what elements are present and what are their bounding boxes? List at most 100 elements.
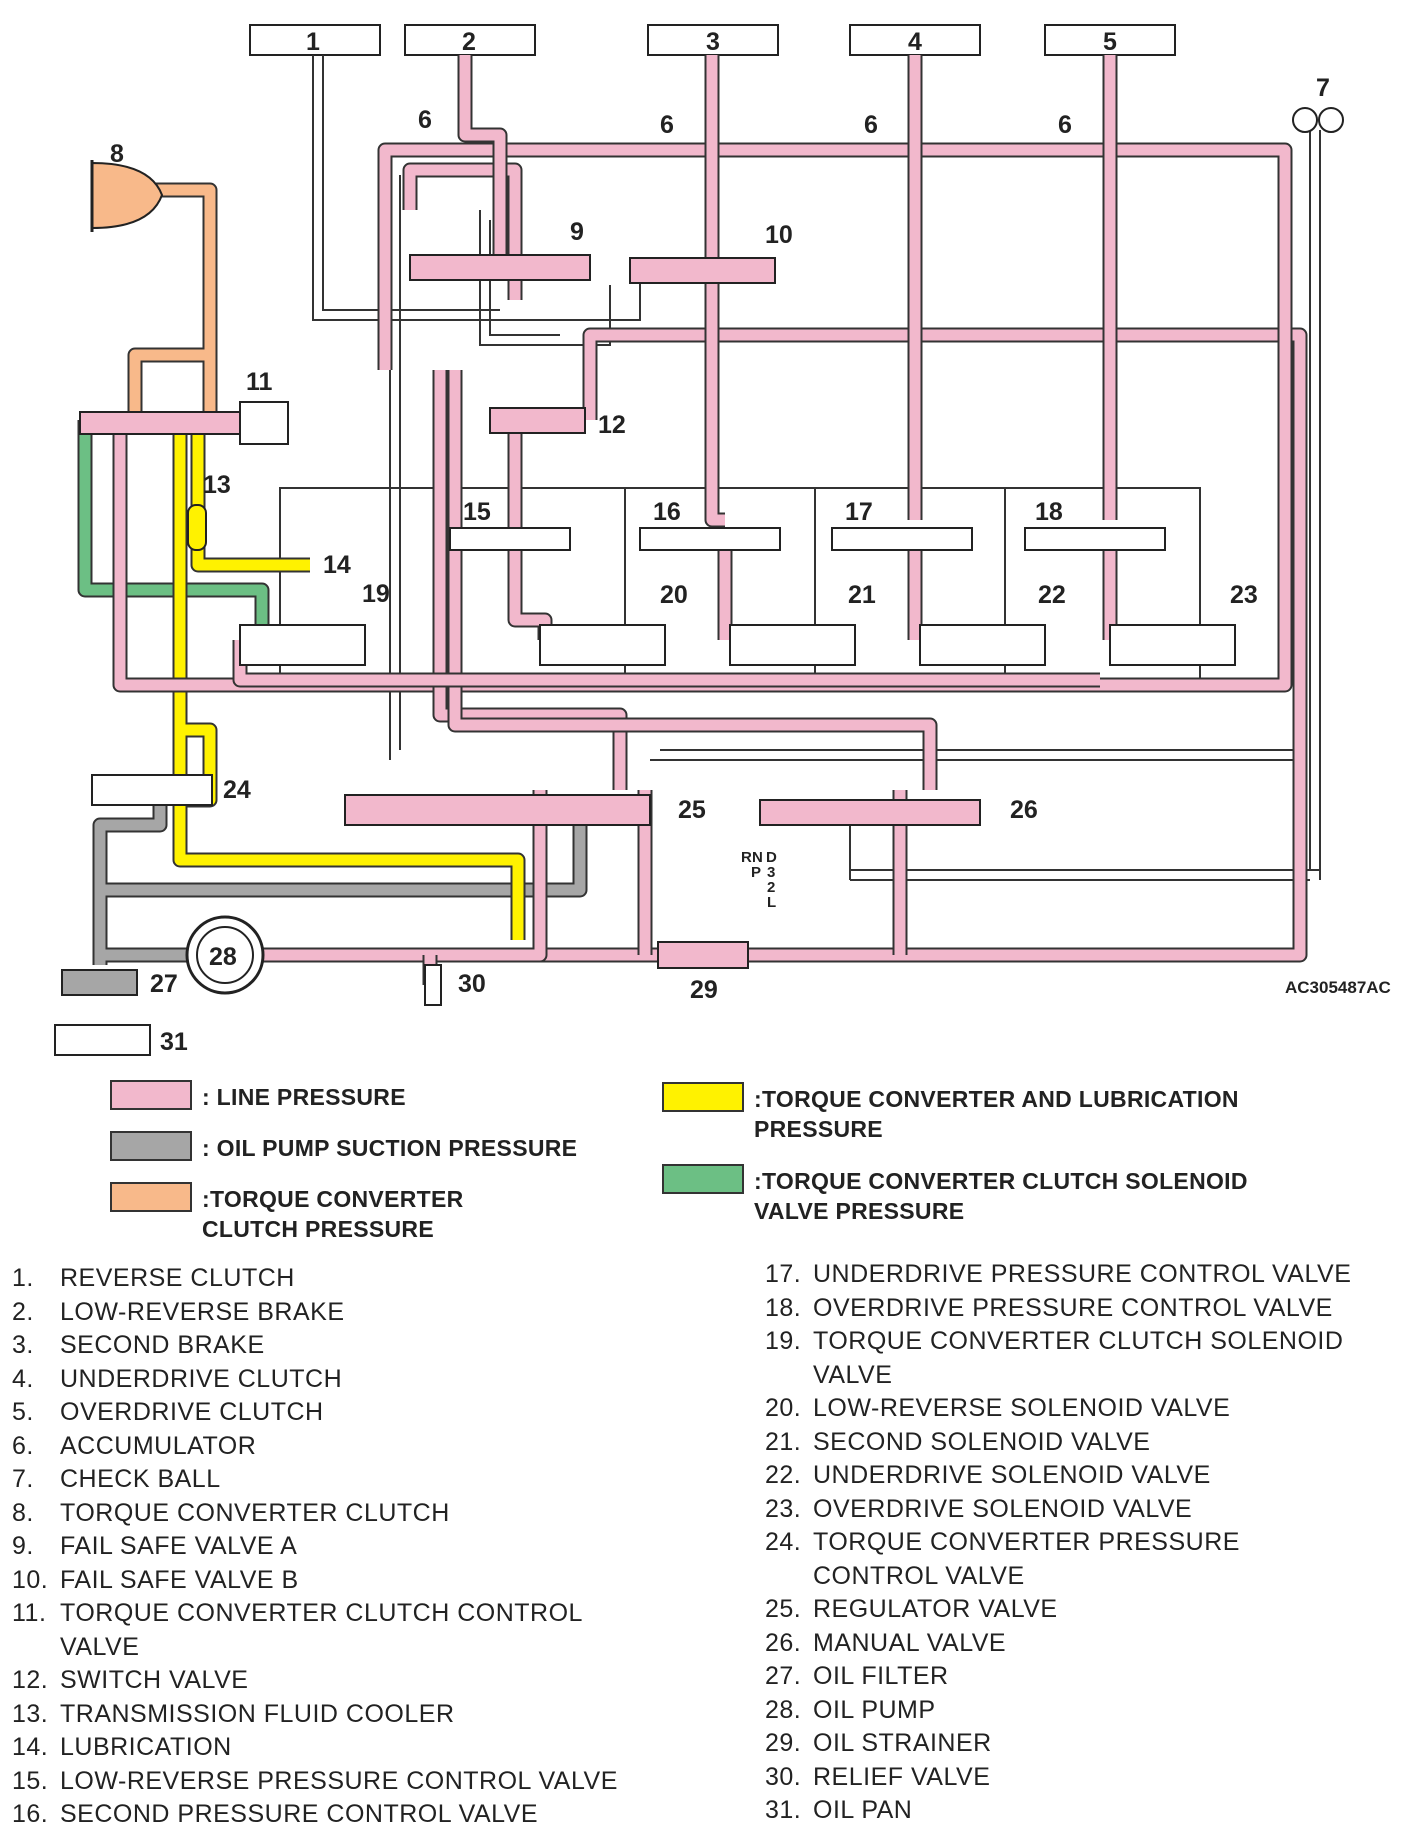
callout-18: 18 bbox=[1035, 498, 1063, 526]
hydraulic-circuit-diagram: 1 2 3 4 5 6 6 6 6 7 8 9 10 11 12 13 14 1… bbox=[54, 24, 1391, 1056]
item-number: 5. bbox=[12, 1398, 34, 1426]
list-item: 31. OIL PAN bbox=[765, 1794, 1405, 1828]
legend-label: : LINE PRESSURE bbox=[202, 1084, 406, 1110]
list-item: 7.CHECK BALL bbox=[12, 1463, 672, 1497]
callout-5: 5 bbox=[1103, 28, 1117, 56]
legend-swatch bbox=[110, 1182, 192, 1212]
oil-filter bbox=[61, 969, 138, 996]
low-reverse-solenoid-valve bbox=[539, 624, 666, 666]
position-l: L bbox=[767, 894, 776, 911]
item-name: SECOND PRESSURE CONTROL VALVE bbox=[60, 1800, 539, 1828]
item-name: SWITCH VALVE bbox=[60, 1666, 249, 1694]
underdrive-solenoid-valve bbox=[919, 624, 1046, 666]
parts-list-right: 17.UNDERDRIVE PRESSURE CONTROL VALVE 18.… bbox=[765, 1258, 1405, 1828]
item-name: LUBRICATION bbox=[60, 1733, 232, 1761]
item-number: 3. bbox=[12, 1331, 34, 1359]
od-pressure-control-valve bbox=[1024, 527, 1166, 551]
callout-27: 27 bbox=[150, 970, 178, 998]
item-name: FAIL SAFE VALVE B bbox=[60, 1565, 299, 1594]
item-number: 26. bbox=[765, 1628, 802, 1657]
list-item: 3.SECOND BRAKE bbox=[12, 1329, 672, 1363]
item-name: OVERDRIVE PRESSURE CONTROL VALVE bbox=[813, 1293, 1333, 1322]
manual-valve bbox=[759, 799, 981, 826]
callout-4: 4 bbox=[908, 28, 922, 56]
second-solenoid-valve bbox=[729, 624, 856, 666]
tcc-solenoid-valve bbox=[239, 624, 366, 666]
callout-11: 11 bbox=[246, 368, 273, 396]
callout-9: 9 bbox=[570, 218, 584, 246]
item-name: REVERSE CLUTCH bbox=[60, 1264, 295, 1292]
callout-20: 20 bbox=[660, 581, 688, 609]
callout-15: 15 bbox=[463, 498, 491, 526]
position-r: R bbox=[741, 849, 752, 866]
callout-6c: 6 bbox=[864, 111, 878, 139]
item-name: TORQUE CONVERTER CLUTCH CONTROL VALVE bbox=[60, 1599, 583, 1661]
list-item: 4.UNDERDRIVE CLUTCH bbox=[12, 1363, 672, 1397]
fail-safe-valve-a bbox=[409, 254, 591, 281]
item-name: OVERDRIVE SOLENOID VALVE bbox=[813, 1494, 1193, 1523]
legend-tcc-pressure: :TORQUE CONVERTER CLUTCH PRESSURE bbox=[110, 1182, 562, 1244]
item-number: 21. bbox=[765, 1427, 802, 1456]
item-number: 4. bbox=[12, 1364, 34, 1393]
item-name: UNDERDRIVE PRESSURE CONTROL VALVE bbox=[813, 1260, 1352, 1288]
callout-2: 2 bbox=[462, 28, 476, 56]
item-number: 31. bbox=[765, 1796, 802, 1824]
list-item: 22.UNDERDRIVE SOLENOID VALVE bbox=[765, 1459, 1405, 1493]
item-name: OVERDRIVE CLUTCH bbox=[60, 1398, 324, 1426]
list-item: 8.TORQUE CONVERTER CLUTCH bbox=[12, 1497, 672, 1531]
callout-28: 28 bbox=[209, 943, 237, 971]
callout-8: 8 bbox=[110, 140, 124, 168]
item-number: 12. bbox=[12, 1666, 49, 1694]
oil-strainer bbox=[657, 941, 749, 969]
list-item: 18.OVERDRIVE PRESSURE CONTROL VALVE bbox=[765, 1292, 1405, 1326]
item-name: MANUAL VALVE bbox=[813, 1628, 1007, 1657]
list-item: 11.TORQUE CONVERTER CLUTCH CONTROL VALVE bbox=[12, 1597, 672, 1664]
list-item: 13.TRANSMISSION FLUID COOLER bbox=[12, 1698, 672, 1732]
tcc-pressure-passages bbox=[90, 160, 218, 420]
check-ball bbox=[1292, 107, 1318, 133]
item-name: OIL PAN bbox=[813, 1796, 913, 1824]
clutch-boxes bbox=[249, 24, 1176, 56]
valves bbox=[79, 107, 1344, 1006]
legend-tcc-solenoid-pressure: :TORQUE CONVERTER CLUTCH SOLENOID VALVE … bbox=[662, 1164, 1314, 1226]
list-item: 27.OIL FILTER bbox=[765, 1660, 1405, 1694]
legend-swatch bbox=[110, 1131, 192, 1161]
legend-label: :TORQUE CONVERTER AND LUBRICATION PRESSU… bbox=[754, 1086, 1239, 1142]
list-item: 16. SECOND PRESSURE CONTROL VALVE bbox=[12, 1798, 672, 1832]
legend-label: :TORQUE CONVERTER CLUTCH PRESSURE bbox=[202, 1186, 464, 1242]
list-item: 9.FAIL SAFE VALVE A bbox=[12, 1530, 672, 1564]
legend-line-pressure: : LINE PRESSURE bbox=[110, 1080, 406, 1112]
item-number: 25. bbox=[765, 1595, 802, 1623]
item-number: 15. bbox=[12, 1766, 49, 1795]
legend-swatch bbox=[662, 1082, 744, 1112]
callout-6b: 6 bbox=[660, 111, 674, 139]
item-name: REGULATOR VALVE bbox=[813, 1595, 1058, 1623]
item-number: 16. bbox=[12, 1800, 49, 1828]
switch-valve bbox=[489, 407, 586, 434]
callout-1: 1 bbox=[306, 28, 320, 56]
list-item: 17.UNDERDRIVE PRESSURE CONTROL VALVE bbox=[765, 1258, 1405, 1292]
item-name: TORQUE CONVERTER CLUTCH SOLENOID VALVE bbox=[813, 1327, 1344, 1389]
overdrive-solenoid-valve bbox=[1109, 624, 1236, 666]
item-name: FAIL SAFE VALVE A bbox=[60, 1532, 298, 1560]
list-item: 10.FAIL SAFE VALVE B bbox=[12, 1564, 672, 1598]
callout-6d: 6 bbox=[1058, 111, 1072, 139]
item-number: 6. bbox=[12, 1431, 34, 1460]
callout-31: 31 bbox=[160, 1028, 188, 1056]
position-n: N bbox=[752, 849, 763, 866]
list-item: 28. OIL PUMP bbox=[765, 1694, 1405, 1728]
item-number: 30. bbox=[765, 1762, 802, 1791]
callout-19: 19 bbox=[362, 580, 390, 608]
ud-pressure-control-valve bbox=[831, 527, 973, 551]
callout-7: 7 bbox=[1316, 74, 1330, 102]
item-name: LOW-REVERSE SOLENOID VALVE bbox=[813, 1394, 1231, 1422]
fail-safe-valve-b bbox=[629, 257, 776, 284]
item-name: OIL PUMP bbox=[813, 1695, 936, 1724]
list-item: 12. SWITCH VALVE bbox=[12, 1664, 672, 1698]
position-d: D bbox=[766, 849, 777, 866]
item-number: 28. bbox=[765, 1695, 802, 1724]
diagram-code: AC305487AC bbox=[1285, 978, 1391, 997]
callout-13: 13 bbox=[203, 471, 231, 499]
callout-numbers: 1 2 3 4 5 6 6 6 6 7 8 9 10 11 12 13 14 1… bbox=[110, 28, 1330, 1056]
list-item: 20.LOW-REVERSE SOLENOID VALVE bbox=[765, 1392, 1405, 1426]
